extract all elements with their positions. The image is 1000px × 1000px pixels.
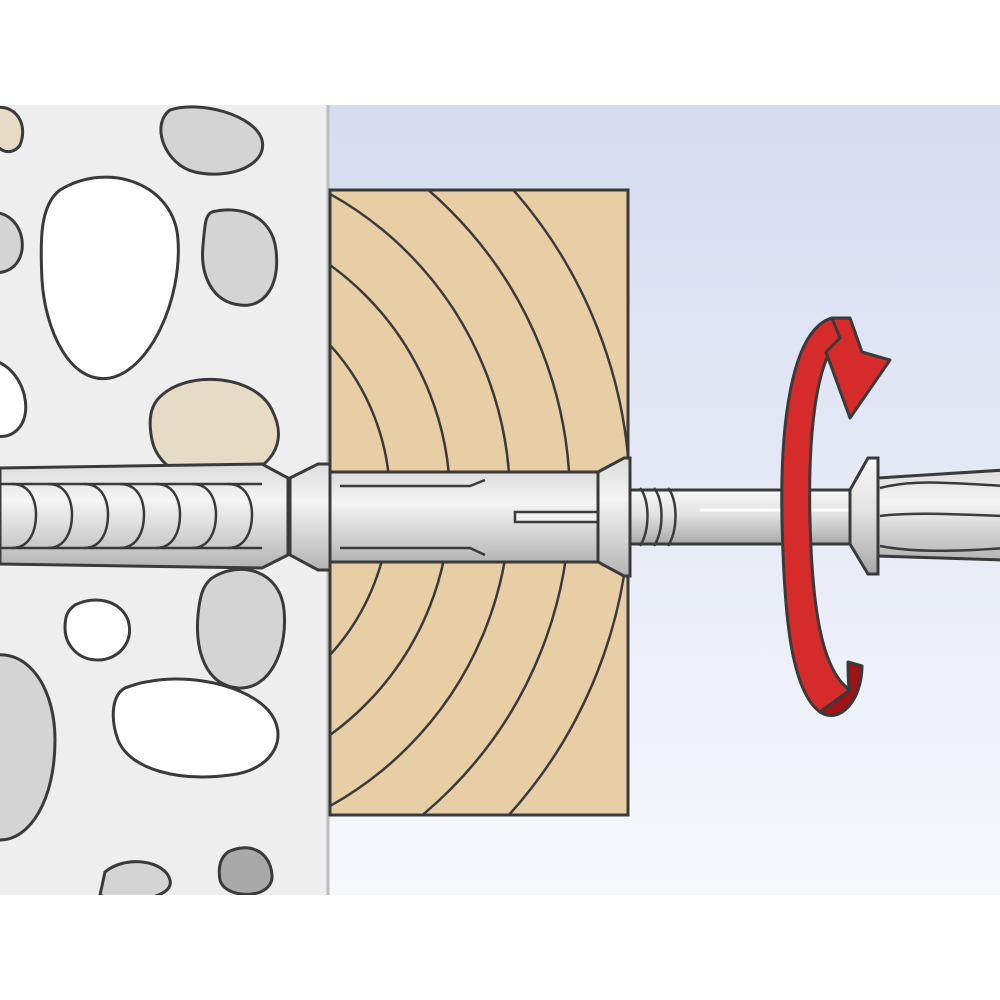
stone — [0, 653, 57, 842]
plug-ribs — [0, 482, 262, 550]
rotation-tail — [818, 660, 864, 717]
stone — [39, 175, 180, 381]
sleeve-slots — [340, 478, 602, 557]
stone — [0, 361, 28, 438]
stone — [201, 208, 279, 307]
rotate-arrow-icon — [780, 316, 892, 717]
stone — [159, 105, 265, 176]
plug-countersunk-head — [596, 456, 632, 578]
plug-collar — [288, 462, 332, 572]
stone — [0, 211, 24, 274]
screw-thread — [638, 487, 677, 547]
bit-flutes — [879, 481, 1000, 553]
stone — [0, 106, 25, 154]
rotation-arrowhead — [824, 316, 892, 420]
screw-shank — [628, 488, 852, 546]
stone — [111, 677, 280, 779]
screw-countersunk-head — [848, 456, 880, 576]
stone — [196, 568, 287, 690]
stone — [63, 598, 131, 662]
stone — [217, 846, 274, 895]
screwdriver-bit — [876, 468, 1000, 562]
stone — [98, 860, 172, 895]
wall-plug — [0, 456, 632, 578]
